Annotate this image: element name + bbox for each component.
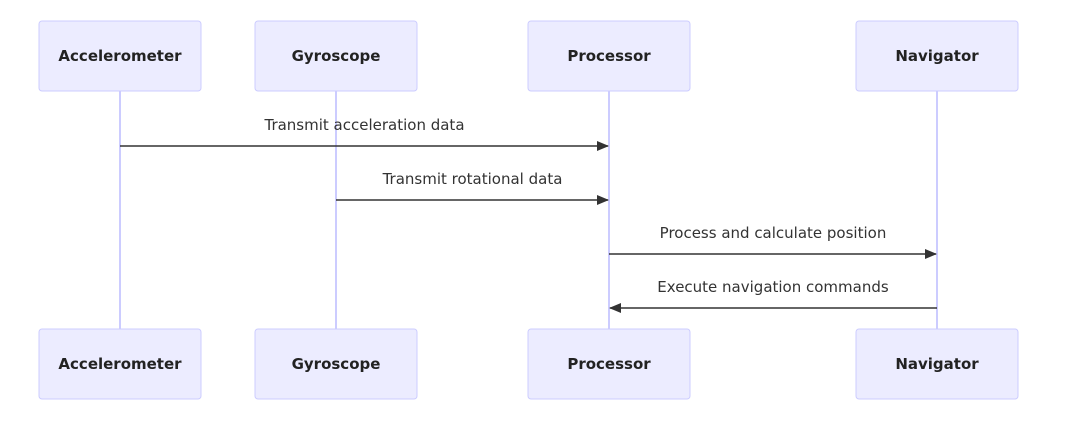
lifelines [119,91,938,329]
message-4: Execute navigation commands [609,278,937,313]
actor-box [254,328,418,400]
message-label: Execute navigation commands [657,278,889,296]
actor-box [38,20,202,92]
actor-label: Navigator [895,355,979,373]
actor-label: Gyroscope [292,355,381,373]
actor-gyroscope-top: Gyroscope [254,20,418,92]
actor-navigator-top: Navigator [855,20,1019,92]
actor-navigator-bottom: Navigator [855,328,1019,400]
actor-label: Processor [567,355,651,373]
actor-label: Accelerometer [58,47,182,65]
actor-label: Gyroscope [292,47,381,65]
actor-box [254,20,418,92]
actors-top: Accelerometer Gyroscope Processor Navigator [38,20,1019,92]
actor-box [855,20,1019,92]
message-1: Transmit acceleration data [120,116,609,151]
actor-accelerometer-bottom: Accelerometer [38,328,202,400]
actor-box [527,328,691,400]
message-3: Process and calculate position [609,224,937,259]
message-label: Transmit rotational data [382,170,563,188]
actor-label: Navigator [895,47,979,65]
message-2: Transmit rotational data [336,170,609,205]
actor-accelerometer-top: Accelerometer [38,20,202,92]
actor-processor-bottom: Processor [527,328,691,400]
actor-processor-top: Processor [527,20,691,92]
actor-box [38,328,202,400]
actor-box [855,328,1019,400]
actors-bottom: Accelerometer Gyroscope Processor Navigator [38,328,1019,400]
actor-box [527,20,691,92]
message-label: Transmit acceleration data [263,116,464,134]
message-label: Process and calculate position [660,224,887,242]
actor-label: Processor [567,47,651,65]
actor-label: Accelerometer [58,355,182,373]
actor-gyroscope-bottom: Gyroscope [254,328,418,400]
